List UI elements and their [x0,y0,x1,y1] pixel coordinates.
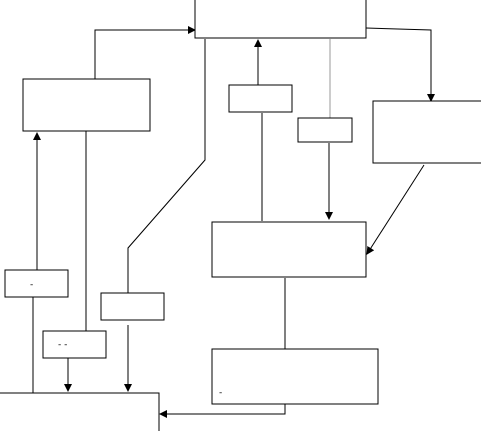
small-box-left-label: - [30,280,34,290]
small-box-mid[interactable] [100,292,165,321]
lower-box[interactable] [211,348,379,405]
tiny-box-label: - - [58,340,68,350]
right-box[interactable] [372,100,481,164]
small-box-a[interactable] [228,84,293,113]
small-box-b[interactable] [297,117,353,143]
edge-left-to-top [94,26,196,79]
top-box[interactable] [194,0,367,39]
edge-top-to-mid [127,39,206,293]
small-box-left[interactable] [4,269,69,298]
edge-lower-to-bottom [159,404,286,418]
edge-top-to-right [365,27,435,102]
tiny-box[interactable] [42,330,107,359]
edge-right-to-center [366,164,425,255]
left-box[interactable] [22,78,151,132]
bottom-box[interactable] [0,392,160,431]
center-box[interactable] [211,221,367,278]
lower-box-label: - [219,388,223,398]
